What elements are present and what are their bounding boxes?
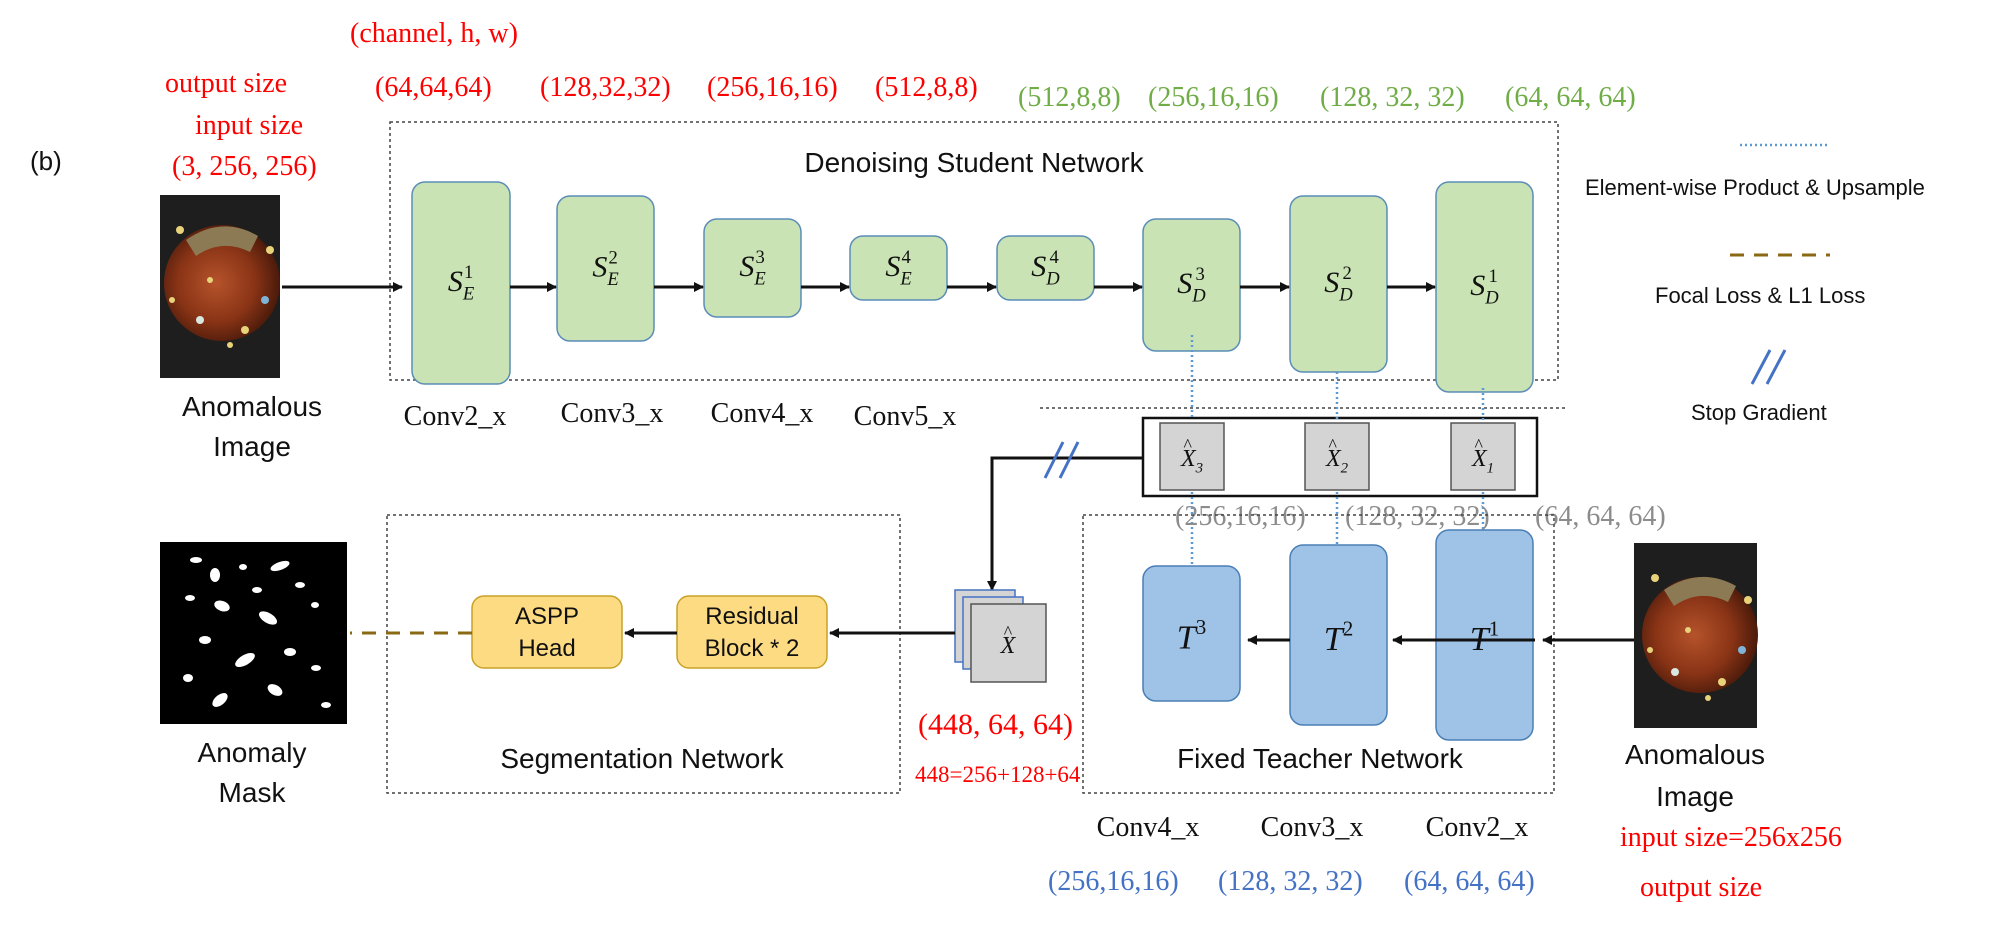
fused-label-1: X1 [1471,446,1494,477]
student-label-dec-1: SD1 [1470,266,1499,309]
student-network-frame [389,121,1559,381]
student-block-enc-4 [849,235,948,301]
student-block-dec-4 [996,235,1095,301]
decoder-dim-3: (128, 32, 32) [1320,82,1465,113]
fused-feature-2 [1304,422,1370,491]
student-label-enc-2: SE2 [592,247,619,290]
teacher-label-3: T3 [1177,615,1206,656]
concat-formula: 448=256+128+64 [915,762,1081,787]
fused-feature-3 [1159,422,1225,491]
legend-loss-label: Focal Loss & L1 Loss [1655,283,1865,308]
concat-label: X^ [1000,622,1017,659]
fused-label-2: X2 [1325,446,1349,477]
student-block-dec-2 [1289,195,1388,373]
student-label-enc-4: SE4 [885,247,912,290]
input-right-label-2: Image [1656,781,1734,812]
teacher-stage-label-2: Conv3_x [1261,812,1364,843]
decoder-dim-1: (512,8,8) [1018,82,1121,113]
output-size-right: output size [1640,872,1762,903]
teacher-dim-2: (128, 32, 32) [1218,866,1363,897]
student-blocks: SE1 SE2 SE3 SE4 SD4 SD3 SD2 SD1 [411,181,1534,393]
output-size-left: output size [165,68,287,99]
student-stage-label-3: Conv4_x [711,398,814,429]
fused-dim-3: (64, 64, 64) [1535,501,1666,532]
teacher-stage-label-1: Conv4_x [1097,812,1200,843]
teacher-network-frame [1082,514,1555,794]
student-stage-label-4: Conv5_x [854,401,957,432]
aspp-head-label-1: ASPP [515,603,579,630]
legend-product-label: Element-wise Product & Upsample [1585,175,1925,200]
concat-dims: (448, 64, 64) [918,708,1073,741]
panel-label: (b) [30,146,62,176]
student-label-dec-2: SD2 [1324,263,1353,306]
concat-feature-stack [954,589,1047,683]
residual-block-label-1: Residual [705,603,798,630]
student-block-enc-2 [556,195,655,342]
fused-label-3: X3 [1180,446,1203,477]
input-dims-left: (3, 256, 256) [172,151,317,182]
concat-symbol: X [1000,633,1017,659]
teacher-dim-1: (256,16,16) [1048,866,1179,897]
aspp-head-label-2: Head [518,635,575,662]
student-stage-label-2: Conv3_x [561,398,664,429]
student-label-enc-3: SE3 [739,247,766,290]
teacher-stage-label-3: Conv2_x [1426,812,1529,843]
product-lines [1190,335,1485,565]
student-label-dec-3: SD3 [1177,264,1206,307]
decoder-dim-2: (256,16,16) [1148,82,1279,113]
fused-label-1-hat: ^ [1474,435,1483,455]
input-left-label-1: Anomalous [182,391,322,422]
mask-label-2: Mask [219,777,287,808]
teacher-dim-3: (64, 64, 64) [1404,866,1535,897]
concat-symbol-hat: ^ [1004,622,1013,642]
teacher-network-title: Fixed Teacher Network [1177,743,1464,774]
encoder-dim-1: (64,64,64) [375,72,492,103]
encoder-dim-3: (256,16,16) [707,72,838,103]
segmentation-network-frame [386,514,901,794]
encoder-dim-4: (512,8,8) [875,72,978,103]
legend-stop-mark [1750,349,1787,385]
teacher-block-1 [1435,529,1534,741]
stop-gradient-mark [1043,441,1080,479]
segmentation-network-title: Segmentation Network [500,743,784,774]
student-label-dec-4: SD4 [1031,247,1060,290]
channel-hw-label: (channel, h, w) [350,18,518,49]
input-left-label-2: Image [213,431,291,462]
input-size-right: input size=256x256 [1620,822,1842,853]
fused-label-2-hat: ^ [1328,435,1337,455]
student-block-enc-1 [411,181,511,385]
fused-items: X3^X2^X1^ [1159,422,1516,491]
fused-dim-2: (128, 32, 32) [1345,501,1490,532]
residual-block-label-2: Block * 2 [705,635,800,662]
input-image-right [1634,543,1758,728]
input-image-left [160,195,280,378]
student-network-title: Denoising Student Network [804,147,1144,178]
teacher-block-3 [1142,565,1241,702]
input-size-left: input size [195,110,303,141]
teacher-label-2: T2 [1324,617,1353,658]
anomaly-mask-image [160,542,347,724]
encoder-dim-2: (128,32,32) [540,72,671,103]
student-block-enc-3 [703,218,802,318]
teacher-block-2 [1289,544,1388,726]
arrow-fused-to-concat [987,456,1143,591]
decoder-dim-4: (64, 64, 64) [1505,82,1636,113]
student-stage-label-1: Conv2_x [404,401,507,432]
input-right-label-1: Anomalous [1625,739,1765,770]
fused-label-3-hat: ^ [1183,435,1192,455]
student-label-enc-1: SE1 [448,262,475,305]
mask-label-1: Anomaly [198,737,307,768]
legend-stop-label: Stop Gradient [1691,400,1827,425]
fused-feature-1 [1450,422,1516,491]
fused-dim-1: (256,16,16) [1175,501,1306,532]
student-block-dec-1 [1435,181,1534,393]
